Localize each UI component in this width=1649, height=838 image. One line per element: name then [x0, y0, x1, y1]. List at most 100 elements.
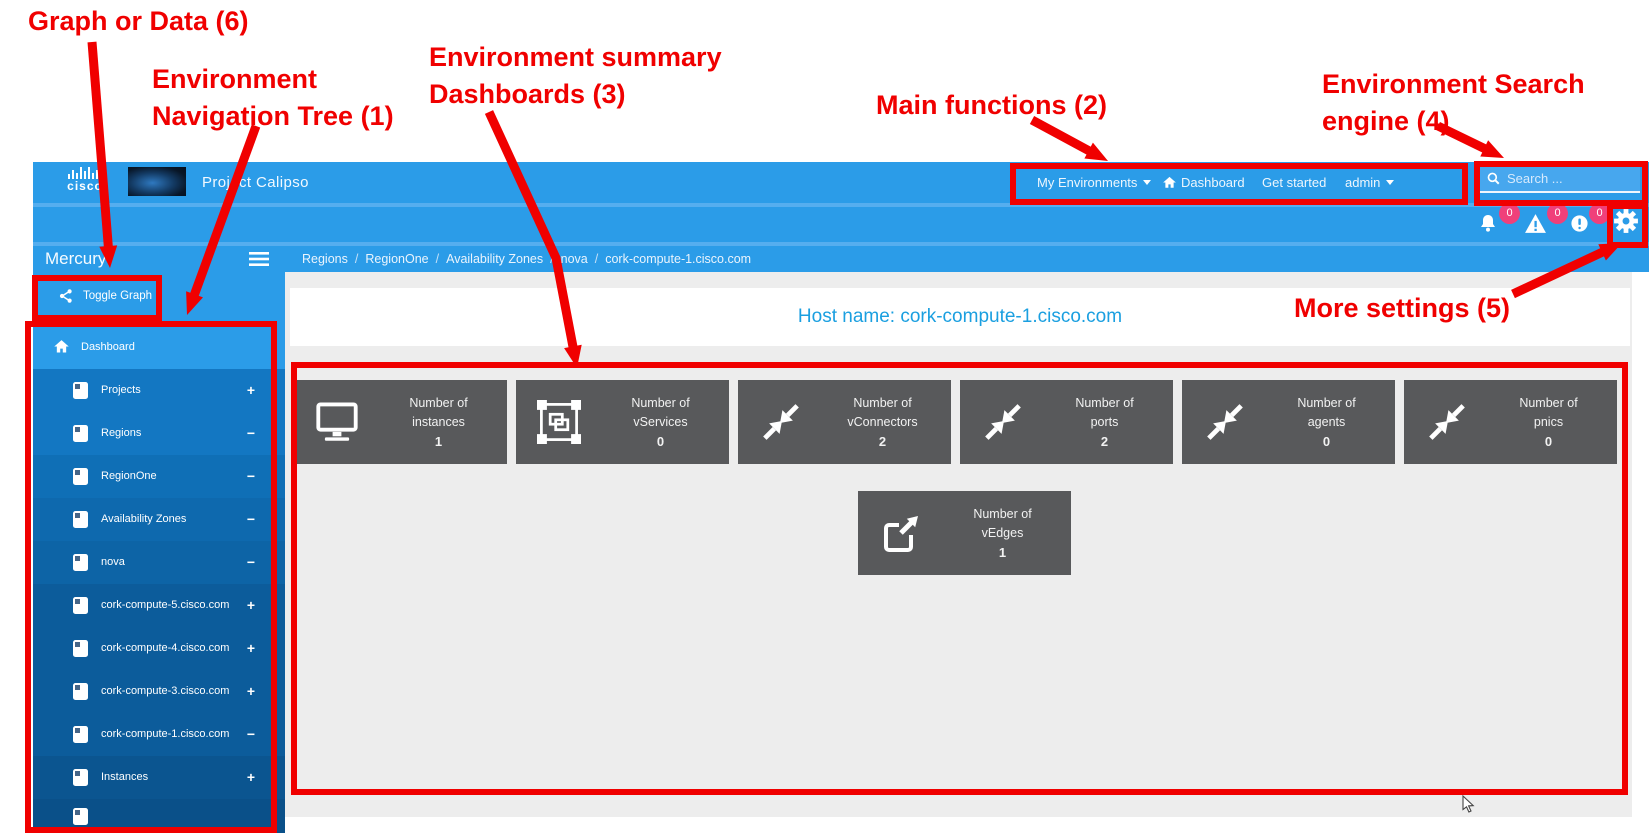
header-divider: [33, 242, 1649, 246]
host-name-heading: Host name: cork-compute-1.cisco.com: [797, 306, 1123, 327]
summary-tile-vservices[interactable]: Number of vServices 0: [516, 380, 729, 464]
environment-search-box[interactable]: [1480, 166, 1640, 193]
caret-down-icon: [1386, 180, 1395, 185]
sidebar-item-dashboard[interactable]: Dashboard: [33, 326, 285, 369]
expand-toggle[interactable]: −: [246, 425, 255, 441]
cisco-logo-bars: [55, 166, 115, 179]
tile-label-line2: vServices: [633, 414, 688, 429]
environment-navigation-sidebar: Mercury Toggle Graph Dashboard Projects+…: [33, 246, 285, 833]
expand-toggle[interactable]: −: [246, 511, 255, 527]
tree-item-label: cork-compute-5.cisco.com: [101, 599, 230, 611]
tile-count: 0: [1322, 433, 1331, 449]
tree-item-label: cork-compute-4.cisco.com: [101, 642, 230, 654]
tile-count: 0: [656, 433, 665, 449]
sidebar-item-regions[interactable]: Regions −: [33, 412, 285, 455]
note-icon: [73, 425, 88, 442]
toggle-graph-button[interactable]: Toggle Graph: [46, 281, 164, 311]
nav-admin-label: admin: [1345, 175, 1381, 190]
search-input[interactable]: [1507, 171, 1634, 186]
note-icon: [73, 382, 88, 399]
bell-icon[interactable]: [1478, 213, 1498, 233]
tree-item-label: Dashboard: [81, 341, 135, 353]
nav-dashboard[interactable]: Dashboard: [1162, 162, 1245, 203]
expand-toggle[interactable]: +: [246, 769, 255, 785]
tile-label-line1: Number of: [1519, 395, 1578, 410]
note-icon: [73, 808, 88, 825]
breadcrumb-item-availability-zones[interactable]: Availability Zones: [446, 252, 544, 266]
tile-label-line2: ports: [1090, 414, 1119, 429]
sidebar-item-instances[interactable]: Instances +: [33, 756, 285, 799]
annotation-label-search-engine: Environment Search engine (4): [1322, 66, 1585, 140]
sidebar-item-cork-compute-1[interactable]: cork-compute-1.cisco.com −: [33, 713, 285, 756]
breadcrumb-item-regions[interactable]: Regions: [302, 252, 348, 266]
expand-toggle[interactable]: −: [246, 726, 255, 742]
expand-toggle[interactable]: −: [246, 468, 255, 484]
annotation-text: Environment summary: [429, 42, 722, 72]
notification-bar: [33, 207, 1649, 242]
sidebar-item-cork-compute-4[interactable]: cork-compute-4.cisco.com +: [33, 627, 285, 670]
toggle-graph-label: Toggle Graph: [83, 290, 153, 302]
sidebar-item-regionone[interactable]: RegionOne−: [33, 455, 285, 498]
notifications-badge: 0: [1499, 203, 1520, 224]
tile-count: 0: [1544, 433, 1553, 449]
breadcrumb-item-host[interactable]: cork-compute-1.cisco.com: [605, 252, 752, 266]
sidebar-item-projects[interactable]: Projects+: [33, 369, 285, 412]
annotation-label-more-settings: More settings (5): [1294, 293, 1511, 323]
tree-item-label: nova: [101, 556, 125, 568]
note-icon: [73, 597, 88, 614]
tile-label-line1: Number of: [631, 395, 690, 410]
sidebar-item-cork-compute-3[interactable]: cork-compute-3.cisco.com+: [33, 670, 285, 713]
tile-label-line2: vEdges: [981, 525, 1024, 540]
breadcrumb-separator: /: [550, 252, 554, 266]
annotation-text: engine (4): [1322, 106, 1450, 136]
cisco-logo: cisco: [55, 166, 115, 199]
tile-count: 2: [878, 433, 887, 449]
annotation-box-toggle-graph: [32, 275, 162, 321]
annotation-text: Navigation Tree (1): [152, 101, 394, 131]
breadcrumb-separator: /: [354, 252, 359, 266]
annotation-arrow-main-functions: [1029, 116, 1108, 161]
app-title: Project Calipso: [202, 174, 309, 191]
expand-toggle[interactable]: +: [246, 683, 255, 699]
tree-item-label: Regions: [101, 427, 142, 439]
nav-get-started[interactable]: Get started: [1262, 162, 1326, 203]
hamburger-menu-icon[interactable]: [249, 252, 269, 266]
sidebar-item-availability-zones[interactable]: Availability Zones −: [33, 498, 285, 541]
nav-my-environments[interactable]: My Environments: [1037, 162, 1152, 203]
warning-icon[interactable]: [1524, 213, 1547, 234]
environment-navigation-tree: Dashboard Projects+ Regions− RegionOne− …: [33, 322, 285, 833]
breadcrumb: Regions / RegionOne / Availability Zones / nov…: [302, 246, 751, 272]
expand-toggle[interactable]: +: [246, 382, 255, 398]
app-logo-thumbnail: [128, 167, 186, 196]
sidebar-item-cork-compute-5[interactable]: cork-compute-5.cisco.com +: [33, 584, 285, 627]
tile-label-line1: Number of: [973, 506, 1032, 521]
note-icon: [73, 554, 88, 571]
annotation-text: Environment: [152, 64, 318, 94]
nav-my-environments-label: My Environments: [1037, 175, 1138, 190]
breadcrumb-item-regionone[interactable]: RegionOne: [365, 252, 429, 266]
caret-down-icon: [1143, 180, 1152, 185]
tree-item-label: Instances: [101, 771, 149, 783]
note-icon: [73, 769, 88, 786]
nav-dashboard-label: Dashboard: [1181, 175, 1245, 190]
expand-toggle[interactable]: +: [246, 640, 255, 656]
annotation-text: Dashboards (3): [429, 79, 626, 109]
error-icon[interactable]: [1570, 214, 1589, 233]
tree-item-label: cork-compute-1.cisco.com: [101, 728, 230, 740]
annotation-label-main-functions: Main functions (2): [876, 90, 1107, 120]
note-icon: [73, 468, 88, 485]
breadcrumb-item-nova[interactable]: nova: [560, 252, 588, 266]
tree-item-label: Availability Zones: [101, 513, 187, 525]
nav-admin-menu[interactable]: admin: [1345, 162, 1395, 203]
breadcrumb-separator: /: [594, 252, 599, 266]
expand-toggle[interactable]: +: [246, 597, 255, 613]
tile-label-line2: agents: [1307, 414, 1346, 429]
sidebar-item-nova[interactable]: nova −: [33, 541, 285, 584]
expand-toggle[interactable]: −: [246, 554, 255, 570]
